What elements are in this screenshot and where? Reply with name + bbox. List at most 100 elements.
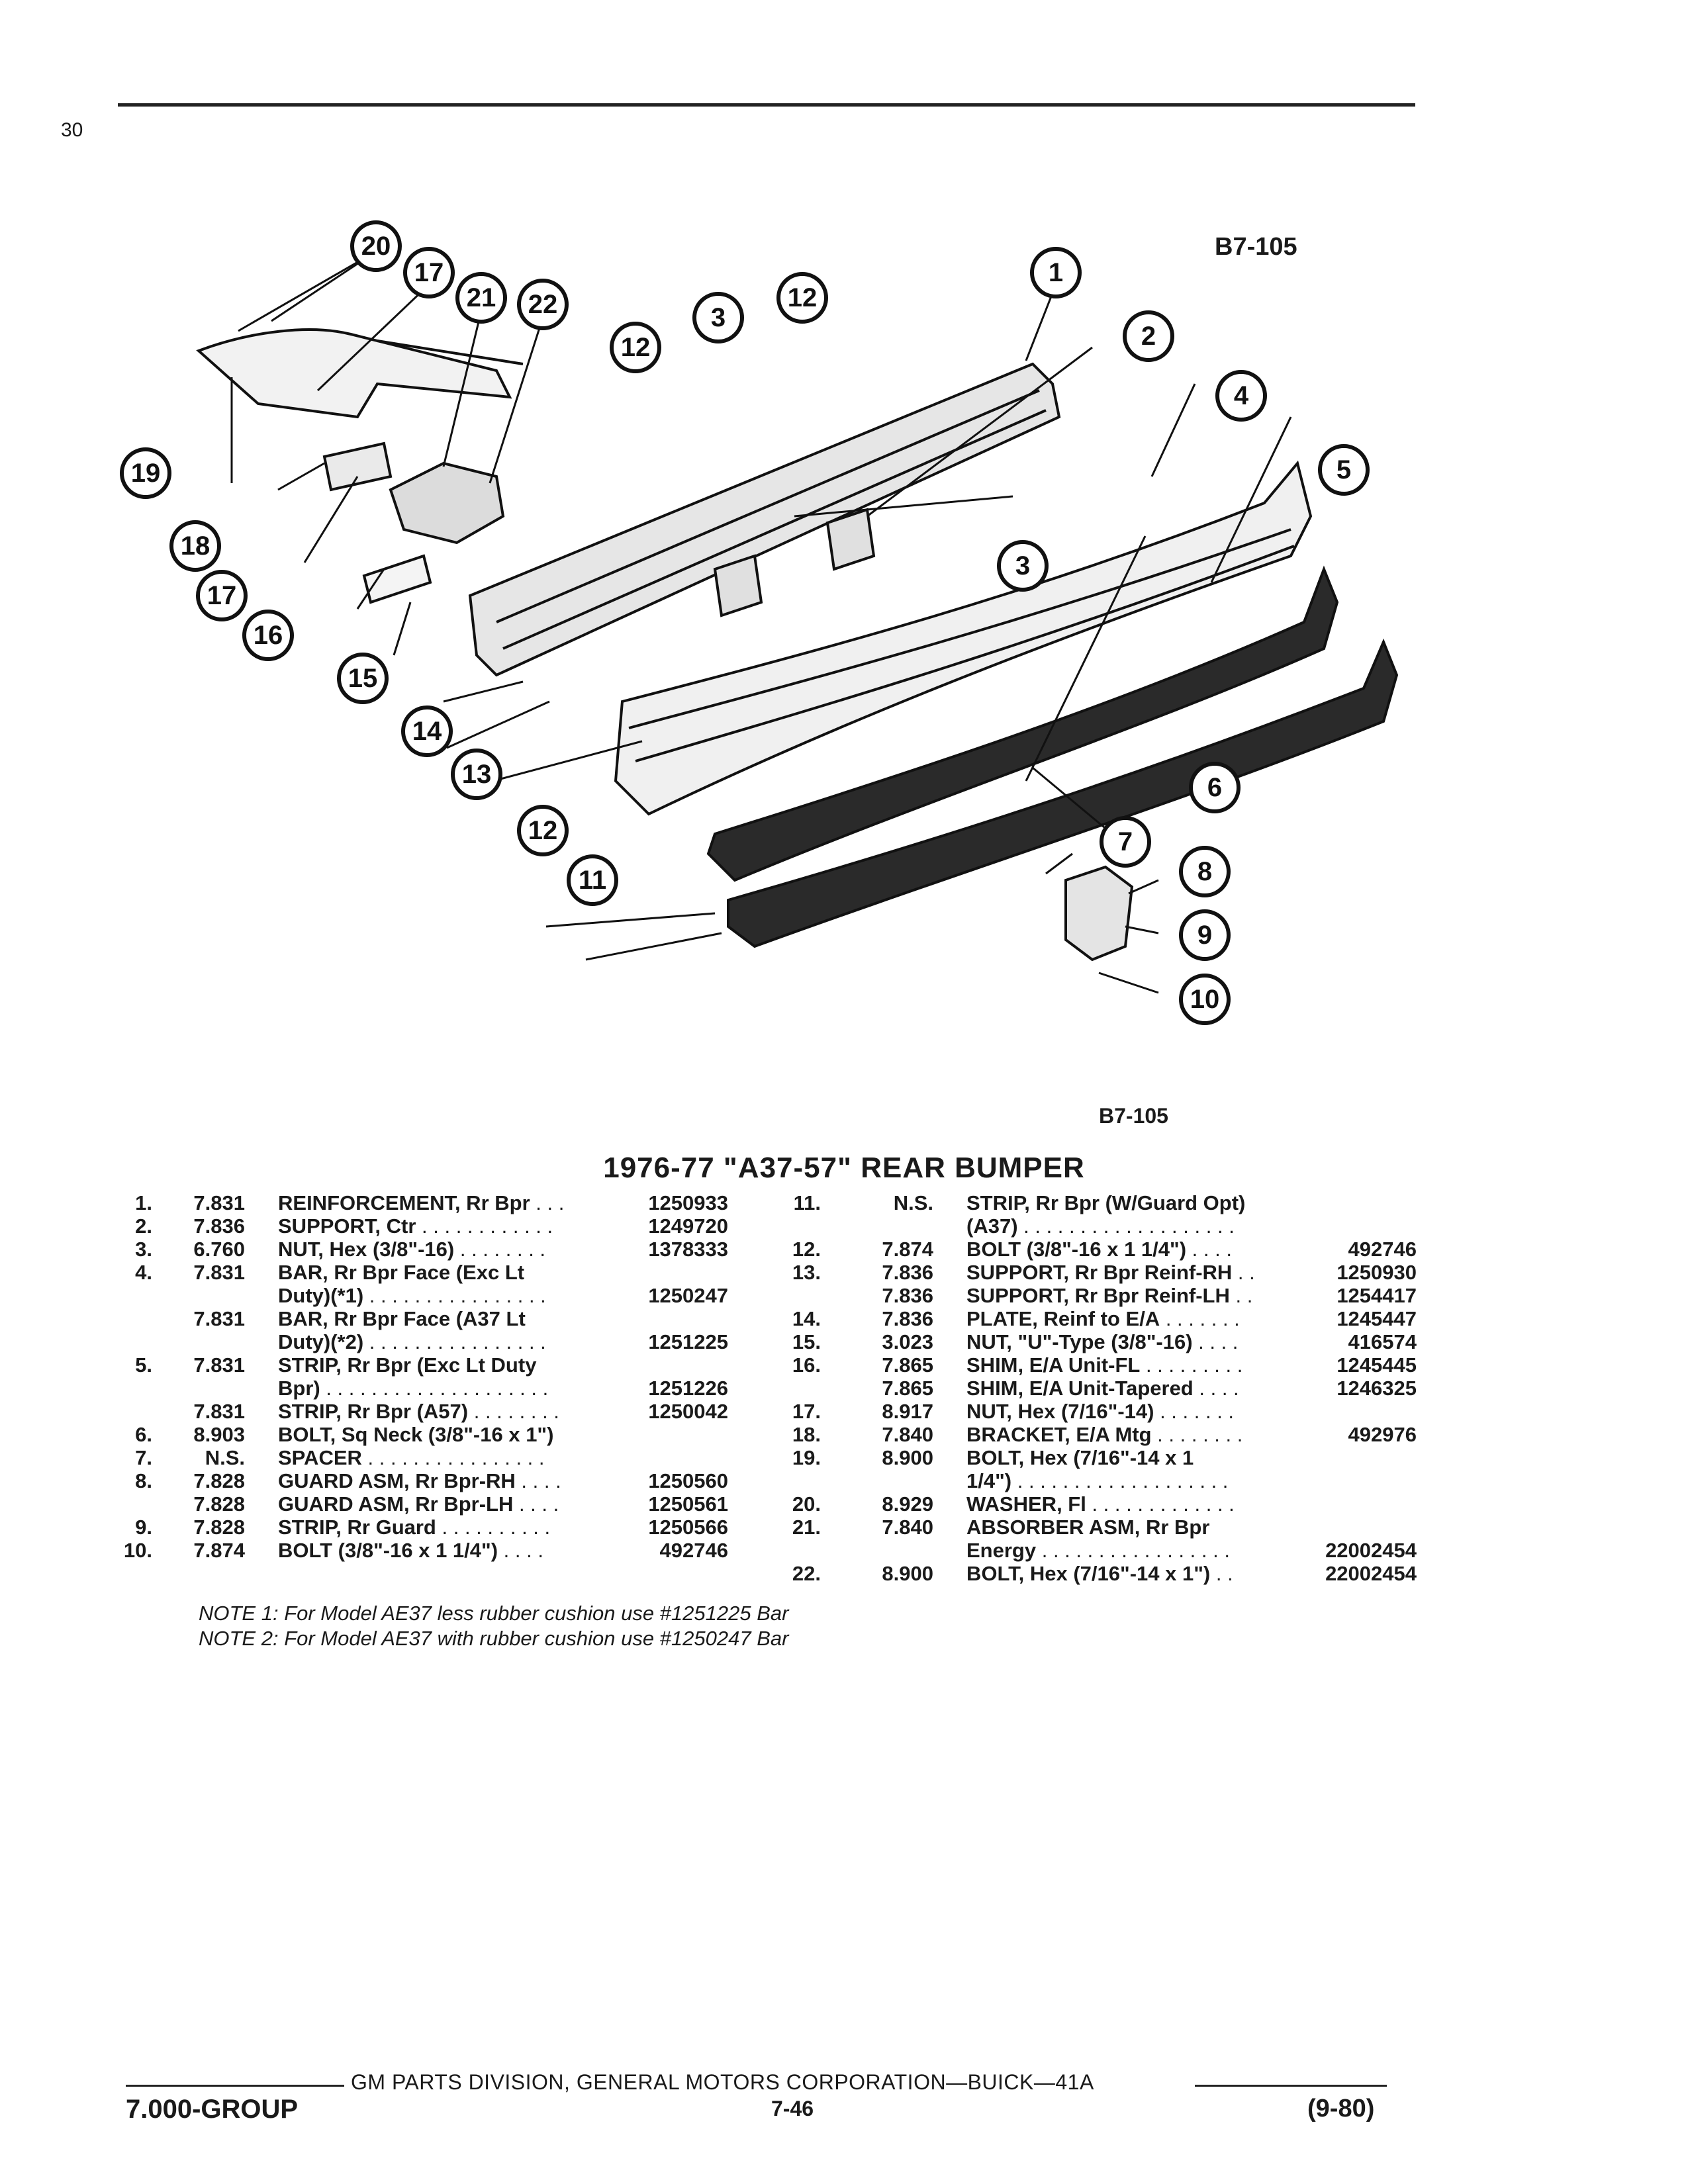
svg-text:20: 20 [361,232,391,261]
part-row: 1/4") . . . . . . . . . . . . . . . . . … [781,1469,1423,1493]
callout-15: 15 [337,653,389,704]
svg-text:15: 15 [348,664,378,693]
callout-12c: 12 [517,805,569,856]
leader-dots: . . . . . . . [1160,1307,1240,1330]
part-group-number: 7.874 [882,1238,933,1261]
part-index: 16. [792,1353,821,1377]
part-index: 6. [135,1423,152,1446]
part-group-number: 6.760 [193,1238,245,1261]
part-number: 416574 [1348,1330,1417,1353]
svg-text:12: 12 [621,333,651,362]
part-index: 3. [135,1238,152,1261]
callout-17a: 17 [403,247,455,298]
part-number: 492746 [1348,1238,1417,1261]
part-number: 1250561 [648,1492,728,1516]
part-number: 1250560 [648,1469,728,1492]
leader-dots: . . . . . . . . . . . . . . . . [363,1330,546,1353]
diagram-callouts: 20 17 21 22 12 3 12 1 2 4 5 3 6 7 8 9 10… [120,220,1370,1025]
svg-text:16: 16 [254,621,283,650]
part-group-number: 8.929 [882,1492,933,1516]
part-group-number: 7.828 [193,1516,245,1539]
part-index: 9. [135,1516,152,1539]
leader-dots: . . . . . . . . . . . . . . . . . . . [1017,1214,1235,1238]
part-description-text: NUT, Hex (3/8"-16) [278,1238,455,1261]
leader-dots: . . . . . . . . . . . . [416,1214,553,1238]
part-number: 492746 [659,1539,728,1562]
footer-group: 7.000-GROUP [126,2095,299,2124]
footer-date: (9-80) [1307,2095,1375,2122]
part-description-text: PLATE, Reinf to E/A [966,1307,1160,1330]
part-index: 2. [135,1214,152,1238]
callout-4: 4 [1215,370,1267,422]
absorber-drawing [389,461,505,545]
part-group-number: 7.840 [882,1423,933,1446]
footer-rule-right [1195,2085,1387,2087]
svg-text:9: 9 [1197,921,1212,950]
part-index: 11. [793,1191,821,1214]
callout-11: 11 [567,854,618,906]
svg-text:10: 10 [1190,985,1220,1014]
part-description-text: BOLT (3/8"-16 x 1 1/4") [966,1238,1187,1261]
part-group-number: 7.828 [193,1492,245,1516]
callout-2: 2 [1123,310,1174,362]
part-group-number: 7.865 [882,1353,933,1377]
callout-22: 22 [517,279,569,330]
part-row: Duty)(*1) . . . . . . . . . . . . . . . … [113,1284,741,1308]
svg-text:22: 22 [528,290,558,319]
part-index: 7. [135,1446,152,1469]
part-number: 22002454 [1325,1562,1417,1585]
leader-dots: . . . . . . . . . . . . . . . . . . . [1011,1469,1229,1492]
part-description-text: BOLT, Hex (7/16"-14 x 1 [966,1446,1194,1469]
part-index: 21. [792,1516,821,1539]
leader-dots: . . . . . . . . . . . . . . . . . . . . [320,1377,549,1400]
svg-text:5: 5 [1336,455,1351,484]
part-description: (A37) . . . . . . . . . . . . . . . . . … [966,1214,1443,1238]
part-description-text: BAR, Rr Bpr Face (A37 Lt [278,1307,526,1330]
part-index: 22. [792,1562,821,1585]
bumper-strip-lower-drawing [727,638,1399,948]
part-number: 1245447 [1336,1307,1417,1330]
part-index: 19. [792,1446,821,1469]
part-description-text: GUARD ASM, Rr Bpr-RH [278,1469,516,1492]
part-group-number: 8.903 [193,1423,245,1446]
part-group-number: 7.836 [882,1284,933,1307]
part-description: BOLT, Hex (7/16"-14 x 1") . . [966,1562,1443,1586]
part-group-number: N.S. [205,1446,245,1469]
part-row: Duty)(*2) . . . . . . . . . . . . . . . … [113,1330,741,1354]
guard-drawing [1064,865,1134,962]
part-index: 1. [135,1191,152,1214]
part-group-number: 7.831 [193,1353,245,1377]
part-description-text: Energy [966,1539,1037,1562]
part-index: 8. [135,1469,152,1492]
svg-text:18: 18 [181,531,211,561]
part-description-text: BOLT, Hex (7/16"-14 x 1") [966,1562,1211,1585]
part-description-text: ABSORBER ASM, Rr Bpr [966,1516,1210,1539]
part-description-text: Duty)(*2) [278,1330,364,1353]
part-number: 1250933 [648,1191,728,1214]
part-description-text: WASHER, Fl [966,1492,1086,1516]
part-index: 15. [792,1330,821,1353]
part-group-number: 7.831 [193,1261,245,1284]
part-index: 5. [135,1353,152,1377]
part-description-text: 1/4") [966,1469,1012,1492]
part-description: NUT, Hex (3/8"-16) . . . . . . . . [278,1238,731,1261]
part-description-text: BRACKET, E/A Mtg [966,1423,1152,1446]
callout-8: 8 [1179,846,1231,897]
section-title: 1976-77 "A37-57" REAR BUMPER [603,1152,1085,1184]
leader-dots: . . . . . . . . [468,1400,559,1423]
leader-dots: . . . . . . . . . . [436,1516,551,1539]
callout-7: 7 [1100,816,1151,868]
callout-19: 19 [120,447,171,499]
part-description: GUARD ASM, Rr Bpr-LH . . . . [278,1492,731,1516]
part-description-text: SUPPORT, Rr Bpr Reinf-RH [966,1261,1233,1284]
part-description: SHIM, E/A Unit-FL . . . . . . . . . [966,1353,1443,1377]
part-description: BOLT, Hex (7/16"-14 x 1 [966,1446,1443,1470]
part-description: STRIP, Rr Guard . . . . . . . . . . [278,1516,731,1539]
part-description-text: SPACER [278,1446,362,1469]
